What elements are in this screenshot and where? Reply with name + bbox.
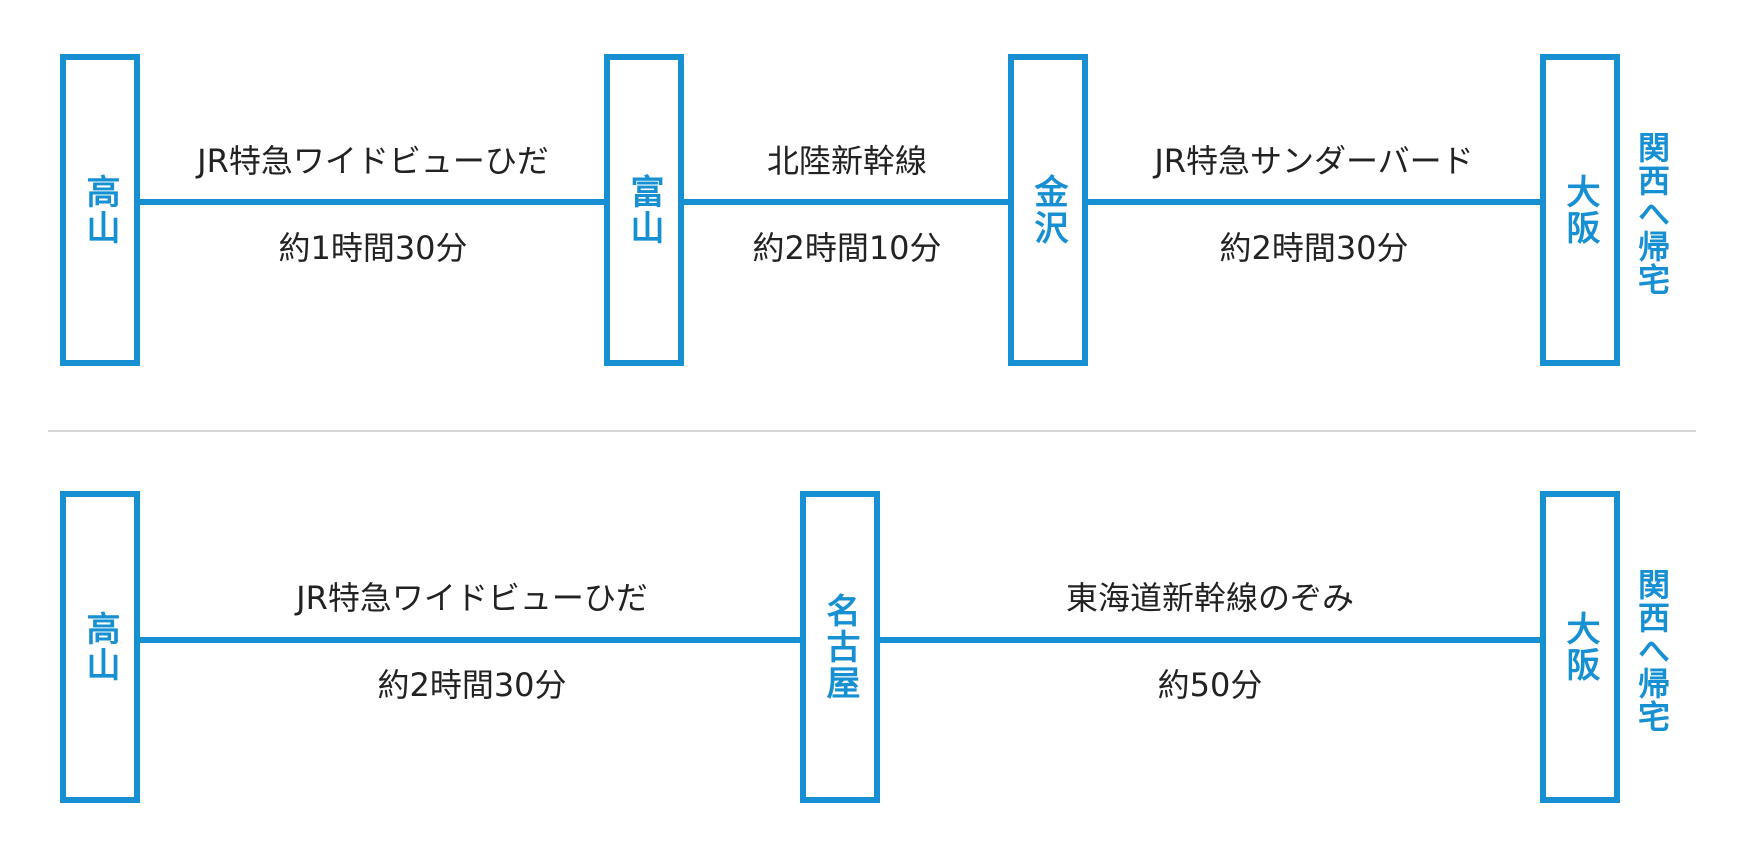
route1-destination: 関西へ帰宅 bbox=[1633, 131, 1671, 296]
route2-segment1-duration: 約2時間30分 bbox=[377, 666, 567, 704]
route-divider bbox=[48, 430, 1696, 432]
route2-segment2-train: 東海道新幹線のぞみ bbox=[1065, 579, 1354, 617]
route2-station-nagoya: 名古屋 bbox=[800, 491, 880, 803]
route1-station-kanazawa: 金沢 bbox=[1008, 54, 1088, 366]
station-name: 高山 bbox=[80, 174, 120, 246]
route2-track-takayama-nagoya bbox=[140, 637, 804, 643]
route2-segment2-duration: 約50分 bbox=[1157, 666, 1263, 704]
route1-track-toyama-kanazawa bbox=[682, 199, 1012, 205]
route1-segment3-duration: 約2時間30分 bbox=[1219, 229, 1409, 267]
route2-destination: 関西へ帰宅 bbox=[1633, 568, 1671, 733]
route1-station-toyama: 富山 bbox=[604, 54, 684, 366]
route1-station-osaka: 大阪 bbox=[1540, 54, 1620, 366]
route2-station-osaka: 大阪 bbox=[1540, 491, 1620, 803]
station-name: 大阪 bbox=[1560, 174, 1600, 246]
route1-track-takayama-toyama bbox=[140, 199, 606, 205]
route1-segment3-train: JR特急サンダーバード bbox=[1154, 142, 1474, 180]
route2-track-nagoya-osaka bbox=[880, 637, 1540, 643]
route1-track-kanazawa-osaka bbox=[1088, 199, 1540, 205]
route1-segment2-train: 北陸新幹線 bbox=[766, 142, 927, 180]
route2-station-takayama: 高山 bbox=[60, 491, 140, 803]
route1-segment1-train: JR特急ワイドビューひだ bbox=[197, 142, 549, 180]
route2-segment1-train: JR特急ワイドビューひだ bbox=[296, 579, 648, 617]
station-name: 大阪 bbox=[1560, 611, 1600, 683]
station-name: 名古屋 bbox=[820, 593, 860, 701]
route1-segment2-duration: 約2時間10分 bbox=[752, 229, 942, 267]
station-name: 金沢 bbox=[1028, 174, 1068, 246]
route1-station-takayama: 高山 bbox=[60, 54, 140, 366]
station-name: 高山 bbox=[80, 611, 120, 683]
station-name: 富山 bbox=[624, 174, 664, 246]
route1-segment1-duration: 約1時間30分 bbox=[278, 229, 468, 267]
